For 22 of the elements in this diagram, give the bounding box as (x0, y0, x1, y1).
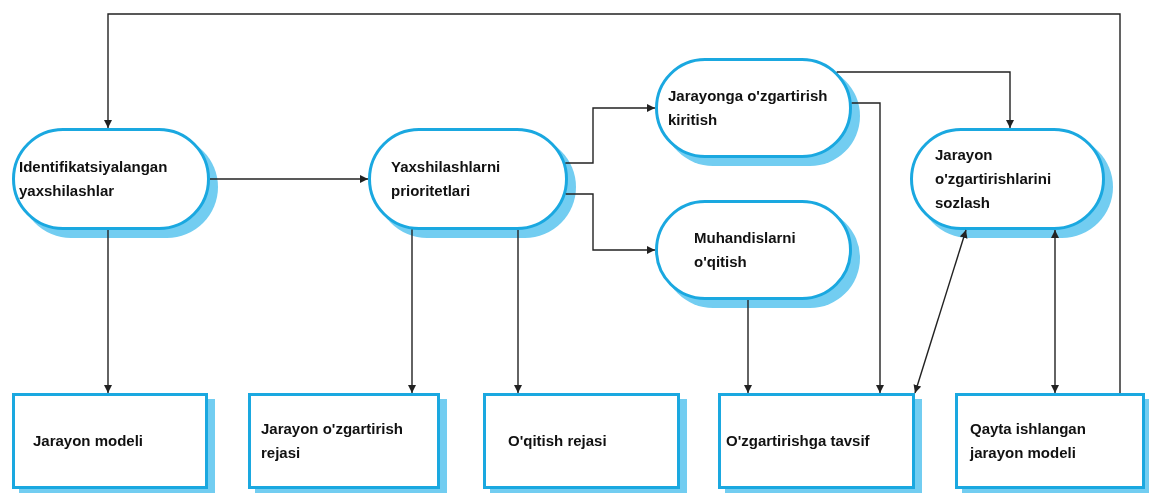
node-label: O'qitish rejasi (508, 431, 607, 451)
arrow (836, 71, 1014, 129)
node-label: Jarayon modeli (33, 431, 144, 451)
node-label: Identifikatsiyalangan yaxshilashlar (19, 157, 169, 201)
arrow (851, 102, 884, 394)
arrow (1051, 229, 1059, 394)
arrow (209, 175, 369, 183)
node-label: Jarayon o'zgartirishlarini sozlash (935, 145, 1053, 213)
arrow (408, 228, 416, 394)
arrow (565, 193, 656, 254)
arrow (913, 229, 968, 394)
node-label: O'zgartirishga tavsif (726, 431, 870, 451)
node-label: Qayta ishlangan jarayon modeli (970, 419, 1087, 463)
arrow (744, 299, 752, 394)
node-label: Jarayon o'zgartirish rejasi (261, 419, 404, 463)
node-label: Jarayonga o'zgartirish kiritish (668, 86, 829, 130)
arrow (514, 229, 522, 394)
arrow (104, 229, 112, 394)
node-label: Yaxshilashlarni prioritetlari (391, 157, 502, 201)
arrow (564, 104, 656, 164)
node-label: Muhandislarni o'qitish (694, 228, 797, 272)
arrow (104, 13, 1121, 394)
